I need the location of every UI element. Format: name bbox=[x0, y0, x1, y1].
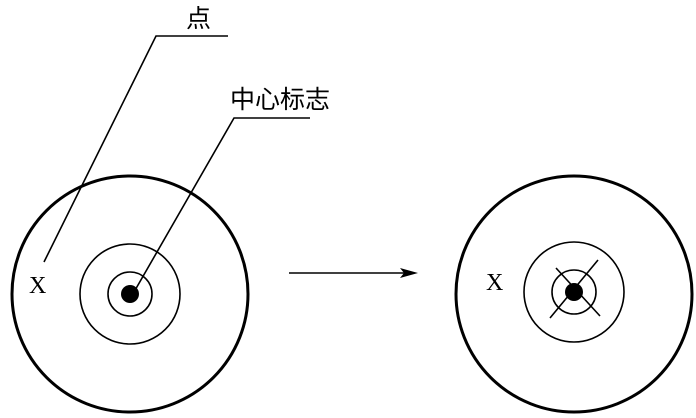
right-target: X bbox=[454, 174, 694, 414]
label-point: 点 bbox=[186, 4, 211, 33]
leader-point: 点 bbox=[43, 4, 228, 263]
left-target: X bbox=[10, 174, 250, 414]
arrow-head bbox=[400, 268, 418, 278]
right-x-mark: X bbox=[486, 270, 503, 296]
right-middle-ring bbox=[523, 241, 625, 343]
leader-line-point bbox=[43, 35, 228, 263]
leader-center-mark: 中心标志 bbox=[133, 85, 330, 293]
leader-line-center-mark bbox=[133, 117, 310, 293]
right-inner-ring bbox=[551, 269, 597, 315]
left-inner-ring bbox=[107, 271, 153, 317]
left-x-mark: X bbox=[29, 273, 46, 299]
left-middle-ring bbox=[79, 243, 181, 345]
left-outer-circle bbox=[10, 174, 250, 414]
right-center-dot bbox=[565, 283, 583, 301]
right-arrow-icon bbox=[289, 268, 418, 278]
left-center-dot bbox=[121, 285, 139, 303]
label-center-mark: 中心标志 bbox=[230, 85, 330, 114]
right-outer-circle bbox=[454, 174, 694, 414]
